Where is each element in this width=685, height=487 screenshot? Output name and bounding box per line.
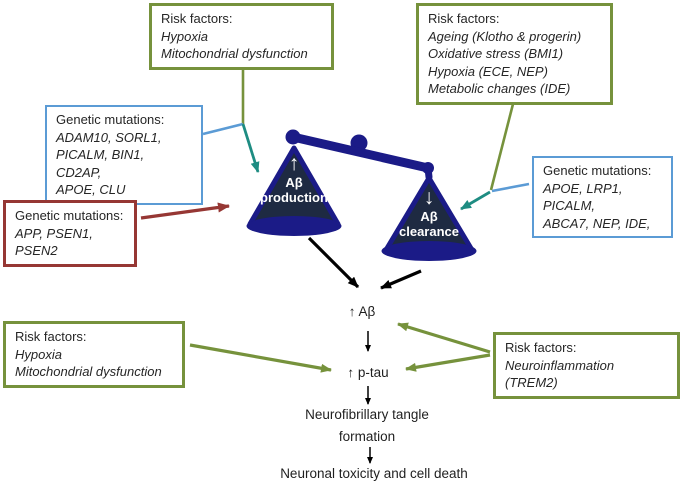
- clearance-pan-label: ↓ Aβ clearance: [379, 186, 479, 239]
- arrow-riskR-to-ptau: [405, 353, 491, 372]
- risk-factors-top-right-box: Risk factors: Ageing (Klotho & progerin)…: [416, 3, 613, 105]
- gene-list-line: ABCA7, NEP, IDE,: [543, 215, 651, 231]
- abeta-node: ↑ Aβ: [348, 304, 376, 319]
- gene-list-line: PICALM, BIN1, CD2AP,: [56, 147, 145, 180]
- genetic-mutations-right-box: Genetic mutations: APOE, LRP1, PICALM, A…: [532, 156, 673, 238]
- arrow-geneticAPP-to-production-pan: [140, 202, 230, 220]
- connector-geneticR-junction: [491, 182, 530, 193]
- up-arrow-icon: ↑: [288, 152, 300, 175]
- risk-factors-bottom-left-box: Risk factors: Hypoxia Mitochondrial dysf…: [3, 321, 185, 388]
- genetic-mutations-left-box: Genetic mutations: ADAM10, SORL1, PICALM…: [45, 105, 203, 205]
- clearance-pan-base: [381, 241, 477, 261]
- production-label: production: [260, 190, 328, 205]
- box-title: Genetic mutations:: [15, 208, 124, 223]
- box-title: Risk factors:: [428, 11, 500, 26]
- scale-beam: [288, 132, 433, 173]
- death-node: Neuronal toxicity and cell death: [280, 466, 468, 481]
- ptau-node: ↑ p-tau: [347, 365, 389, 380]
- risk-factor-item: Ageing (Klotho & progerin): [428, 28, 582, 44]
- risk-factors-right-box: Risk factors: Neuroinflammation (TREM2): [493, 332, 680, 399]
- connector-geneticL-junction: [202, 122, 244, 136]
- clearance-label: clearance: [399, 224, 459, 239]
- connector-riskTR-junction: [489, 103, 515, 191]
- gene-list-line: APOE, CLU: [56, 182, 126, 197]
- arrow-junction-to-production-pan: [241, 123, 260, 173]
- tangle-line1: Neurofibrillary tangle: [305, 407, 429, 422]
- risk-factors-top-left-box: Risk factors: Hypoxia Mitochondrial dysf…: [149, 3, 334, 70]
- tangle-node: Neurofibrillary tangle formation: [284, 404, 450, 448]
- box-title: Genetic mutations:: [543, 163, 652, 178]
- abeta-label: Aβ: [285, 175, 303, 190]
- tangle-line2: formation: [338, 429, 396, 444]
- down-arrow-icon: ↓: [423, 186, 435, 209]
- risk-factor-item: Metabolic changes (IDE): [428, 81, 571, 96]
- arrow-production-to-abeta: [307, 236, 360, 289]
- box-title: Risk factors:: [505, 340, 577, 355]
- balance-scale: [246, 129, 477, 261]
- abeta-label: Aβ: [420, 209, 438, 224]
- gene-list-line: APP, PSEN1, PSEN2: [15, 225, 93, 259]
- arrow-riskR-to-abeta: [397, 322, 491, 354]
- gene-list-line: ADAM10, SORL1,: [56, 129, 162, 145]
- risk-factor-item: Hypoxia (ECE, NEP): [428, 63, 548, 79]
- risk-factor-item: Mitochondrial dysfunction: [161, 46, 308, 61]
- risk-factor-item: Hypoxia: [15, 346, 62, 362]
- production-pan-base: [246, 216, 342, 236]
- arrow-riskBL-to-ptau: [189, 343, 332, 373]
- arrow-clearance-to-abeta: [380, 269, 422, 290]
- box-title: Risk factors:: [161, 11, 233, 26]
- risk-factor-item: Mitochondrial dysfunction: [15, 364, 162, 379]
- box-title: Risk factors:: [15, 329, 87, 344]
- risk-factor-item: Hypoxia: [161, 28, 208, 44]
- box-title: Genetic mutations:: [56, 112, 165, 127]
- scale-left-knob: [285, 129, 301, 145]
- arrow-junction-to-clearance-pan: [460, 190, 491, 211]
- gene-list-line: APOE, LRP1, PICALM,: [543, 180, 623, 214]
- risk-factor-item: Neuroinflammation (TREM2): [505, 357, 615, 391]
- production-pan-label: ↑ Aβ production: [244, 152, 344, 205]
- risk-factor-item: Oxidative stress (BMI1): [428, 46, 564, 61]
- scale-right-hanger: [424, 164, 433, 181]
- genetic-mutations-app-box: Genetic mutations: APP, PSEN1, PSEN2: [3, 200, 137, 267]
